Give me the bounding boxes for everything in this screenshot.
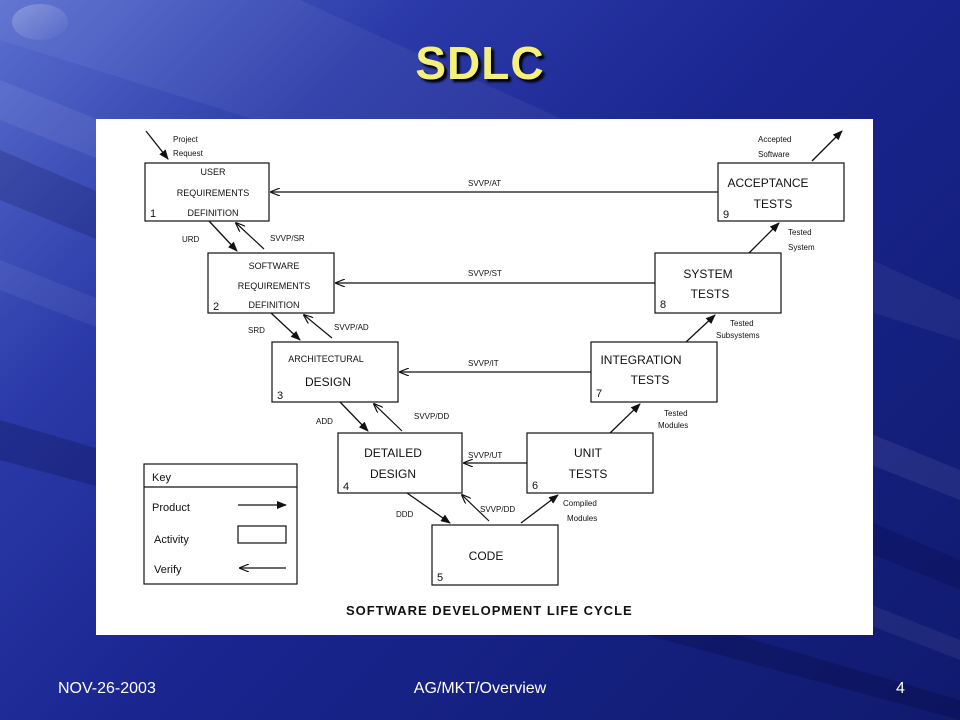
b2-number: 2: [213, 301, 219, 313]
box-acceptance-tests: [717, 162, 845, 222]
box-integration-tests: [590, 341, 718, 403]
b2-line1: SOFTWARE: [249, 261, 300, 271]
b4-line1: DETAILED: [364, 446, 422, 460]
box-software-requirements: [207, 252, 335, 314]
svvp-dd-left-label: SVVP/DD: [414, 412, 449, 421]
box-architectural-design: [271, 341, 399, 403]
modules-tested-label: Modules: [658, 421, 688, 430]
diagram-caption: SOFTWARE DEVELOPMENT LIFE CYCLE: [346, 603, 633, 618]
b8-line2: TESTS: [691, 287, 730, 301]
b8-number: 8: [660, 299, 666, 311]
key-title: Key: [152, 472, 171, 484]
key-verify-label: Verify: [154, 564, 182, 576]
ddd-arrow: [406, 492, 451, 524]
b9-line2: TESTS: [754, 197, 793, 211]
b1-line1: USER: [200, 167, 226, 177]
b1-number: 1: [150, 208, 156, 220]
slide-title: SDLC: [415, 37, 545, 89]
key-legend: Key Product Activity Verify: [143, 463, 298, 585]
b8-line1: SYSTEM: [683, 267, 732, 281]
svvp-dd-left-arrow: [374, 404, 403, 432]
b3-line1: ARCHITECTURAL: [288, 354, 364, 364]
svvp-sr-arrow: [236, 223, 265, 250]
svvp-ad-label: SVVP/AD: [334, 323, 369, 332]
tested-modules-label: Tested: [664, 409, 688, 418]
footer-date: NOV-26-2003: [58, 680, 156, 697]
add-arrow: [339, 401, 369, 432]
svvp-it-label: SVVP/IT: [468, 359, 499, 368]
accepted-software-arrow: [811, 130, 843, 162]
system-label: System: [788, 243, 815, 252]
project-label: Project: [173, 135, 199, 144]
corner-logo-icon: [12, 4, 68, 40]
b7-number: 7: [596, 388, 602, 400]
b9-line1: ACCEPTANCE: [727, 176, 808, 190]
srd-label: SRD: [248, 326, 265, 335]
b3-line2: DESIGN: [305, 375, 351, 389]
svvp-st-label: SVVP/ST: [468, 269, 502, 278]
tested-system-label: Tested: [788, 228, 812, 237]
b5-line1: CODE: [469, 549, 504, 563]
b7-line1: INTEGRATION: [600, 353, 681, 367]
b1-line3: DEFINITION: [188, 208, 239, 218]
software-label: Software: [758, 150, 790, 159]
compiled-label: Compiled: [563, 499, 597, 508]
tested-subsystems-arrow: [685, 314, 716, 343]
sdlc-diagram: USER REQUIREMENTS DEFINITION SOFTWARE RE…: [143, 130, 845, 618]
tested-system-arrow: [748, 222, 780, 254]
box-code: [431, 524, 559, 586]
tested-modules-arrow: [609, 403, 641, 434]
box-user-requirements: [144, 162, 270, 222]
b2-line3: DEFINITION: [249, 300, 300, 310]
urd-label: URD: [182, 235, 200, 244]
box-unit-tests: [526, 432, 654, 494]
b4-number: 4: [343, 481, 349, 493]
svvp-dd-right-label: SVVP/DD: [480, 505, 515, 514]
svvp-sr-label: SVVP/SR: [270, 234, 305, 243]
b7-line2: TESTS: [631, 373, 670, 387]
box-system-tests: [654, 252, 782, 314]
b5-number: 5: [437, 572, 443, 584]
b4-line2: DESIGN: [370, 467, 416, 481]
b3-number: 3: [277, 390, 283, 402]
project-request-arrow: [145, 130, 169, 160]
svvp-at-label: SVVP/AT: [468, 179, 501, 188]
b9-number: 9: [723, 209, 729, 221]
subsystems-label: Subsystems: [716, 331, 760, 340]
b6-number: 6: [532, 480, 538, 492]
sdlc-diagram-panel: USER REQUIREMENTS DEFINITION SOFTWARE RE…: [96, 119, 873, 635]
b6-line2: TESTS: [569, 467, 608, 481]
add-label: ADD: [316, 417, 333, 426]
b6-line1: UNIT: [574, 446, 603, 460]
accepted-label: Accepted: [758, 135, 791, 144]
svvp-dd-right-arrow: [462, 495, 490, 522]
srd-arrow: [270, 312, 301, 341]
footer-center: AG/MKT/Overview: [413, 680, 547, 697]
compiled-modules-arrow: [520, 494, 559, 524]
b2-line2: REQUIREMENTS: [238, 281, 311, 291]
svvp-ad-arrow: [304, 315, 333, 339]
b1-line2: REQUIREMENTS: [177, 188, 250, 198]
modules-compiled-label: Modules: [567, 514, 597, 523]
key-activity-label: Activity: [154, 534, 189, 546]
key-product-label: Product: [152, 502, 190, 514]
request-label: Request: [173, 149, 204, 158]
box-detailed-design: [337, 432, 463, 494]
footer-page-number: 4: [896, 680, 905, 697]
key-activity-box: [237, 525, 287, 544]
svvp-ut-label: SVVP/UT: [468, 451, 502, 460]
urd-arrow: [208, 220, 238, 252]
ddd-label: DDD: [396, 510, 414, 519]
tested-subsystems-label: Tested: [730, 319, 754, 328]
